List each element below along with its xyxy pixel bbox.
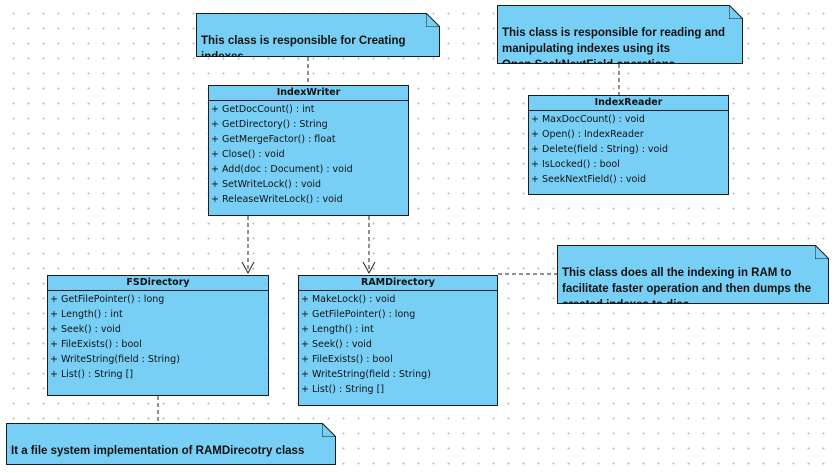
class-ramdirectory[interactable]: RAMDirectory + MakeLock() : void + GetFi… bbox=[298, 275, 498, 406]
dependency-ramdirectory-arrowhead bbox=[362, 261, 376, 275]
operation: + GetFilePointer() : long bbox=[50, 294, 165, 305]
operation: + FileExists() : bool bbox=[301, 354, 393, 365]
operation: + List() : String [] bbox=[301, 384, 385, 395]
operation: + SetWriteLock() : void bbox=[211, 179, 322, 190]
operation: + GetDocCount() : int bbox=[211, 104, 315, 115]
note-reader: This class is responsible for reading an… bbox=[497, 5, 743, 64]
operation: + GetMergeFactor() : float bbox=[211, 134, 336, 145]
operation: + WriteString(field : String) bbox=[301, 369, 431, 380]
operation: + GetFilePointer() : long bbox=[301, 309, 416, 320]
operation: + IsLocked() : bool bbox=[531, 159, 620, 170]
operation: + List() : String [] bbox=[50, 369, 134, 380]
operation: + WriteString(field : String) bbox=[50, 354, 180, 365]
operation: + SeekNextField() : void bbox=[531, 174, 647, 185]
note-writer: This class is responsible for Creating i… bbox=[196, 13, 440, 57]
operation: + MaxDocCount() : void bbox=[531, 114, 645, 125]
note-fs-text: It a file system implementation of RAMDi… bbox=[11, 445, 305, 457]
operation: + Delete(field : String) : void bbox=[531, 144, 669, 155]
operation: + MakeLock() : void bbox=[301, 294, 396, 305]
operation: + Add(doc : Document) : void bbox=[211, 164, 353, 175]
operation: + Seek() : void bbox=[301, 339, 372, 350]
operation: + Close() : void bbox=[211, 149, 285, 160]
note-fs: It a file system implementation of RAMDi… bbox=[6, 423, 336, 465]
operation: + FileExists() : bool bbox=[50, 339, 142, 350]
operation: + Length() : int bbox=[301, 324, 374, 335]
class-title: RAMDirectory bbox=[299, 276, 497, 291]
class-title: FSDirectory bbox=[48, 276, 268, 291]
operation: + ReleaseWriteLock() : void bbox=[211, 194, 343, 205]
note-ram: This class does all the indexing in RAM … bbox=[557, 245, 829, 304]
class-fsdirectory[interactable]: FSDirectory + GetFilePointer() : long + … bbox=[47, 275, 269, 396]
operation: + Length() : int bbox=[50, 309, 123, 320]
operation: + Open() : IndexReader bbox=[531, 129, 644, 140]
class-indexreader[interactable]: IndexReader + MaxDocCount() : void + Ope… bbox=[528, 95, 729, 195]
note-writer-text: This class is responsible for Creating i… bbox=[201, 35, 406, 63]
class-title: IndexReader bbox=[529, 96, 728, 111]
class-indexwriter[interactable]: IndexWriter + GetDocCount() : int + GetD… bbox=[208, 85, 409, 216]
operation: + GetDirectory() : String bbox=[211, 119, 328, 130]
class-title: IndexWriter bbox=[209, 86, 408, 101]
operation: + Seek() : void bbox=[50, 324, 121, 335]
dependency-fsdirectory-arrowhead bbox=[241, 261, 255, 275]
